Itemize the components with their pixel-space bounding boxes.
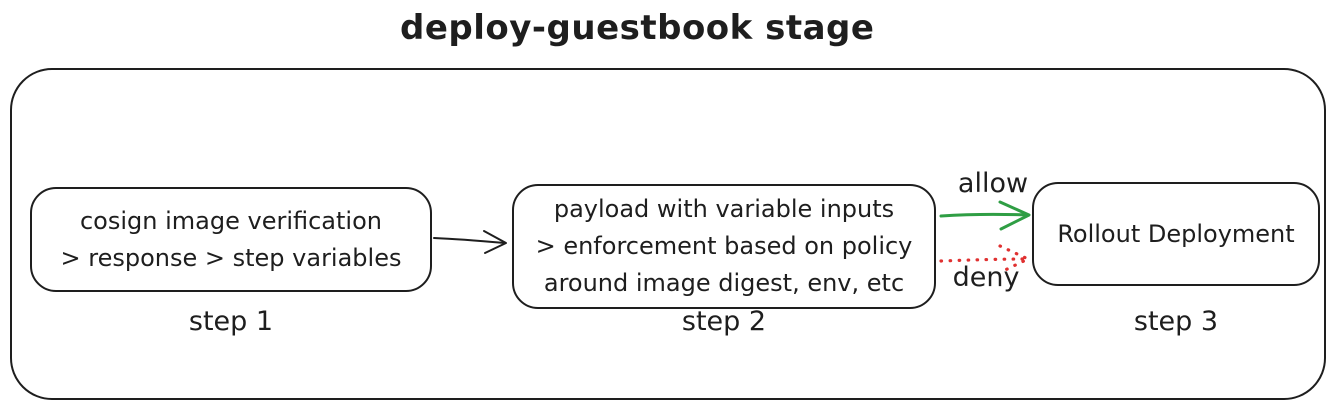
allow-edge-label: allow xyxy=(957,168,1029,199)
node-step-1: cosign image verification > response > s… xyxy=(30,187,432,292)
diagram-title: deploy-guestbook stage xyxy=(400,8,875,48)
node-step-2-line-1: payload with variable inputs xyxy=(553,195,895,223)
node-step-3: Rollout Deployment xyxy=(1032,182,1320,286)
step-2-label: step 2 xyxy=(681,306,767,337)
step-1-label: step 1 xyxy=(188,306,274,337)
node-step-3-line-1: Rollout Deployment xyxy=(1057,219,1295,248)
node-step-2-line-3: around image digest, env, etc xyxy=(543,269,905,297)
node-step-1-line-1: cosign image verification xyxy=(79,206,382,235)
deny-edge-label: deny xyxy=(952,262,1020,293)
stage-frame xyxy=(10,68,1326,400)
step-3-label: step 3 xyxy=(1133,306,1219,337)
node-step-2-line-2: > enforcement based on policy xyxy=(535,232,913,260)
node-step-2: payload with variable inputs > enforceme… xyxy=(512,184,936,309)
node-step-1-line-2: > response > step variables xyxy=(60,243,402,272)
